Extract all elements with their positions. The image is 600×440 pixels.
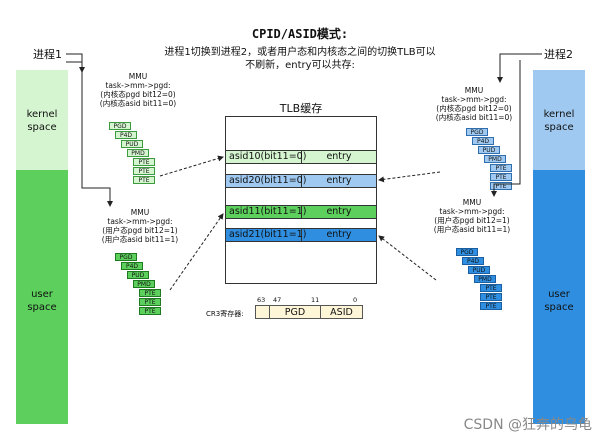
cr3-field-pgd: PGD — [270, 306, 321, 318]
tlb-entry: entry — [326, 229, 352, 240]
page-table-p4d: P4D — [121, 262, 143, 270]
watermark: CSDN @狂奔的乌龟 — [463, 417, 592, 433]
tlb-title: TLB缓存 — [279, 102, 323, 115]
page-table-pte: PTE — [133, 158, 155, 166]
page-table-p4d: P4D — [462, 257, 484, 265]
page-table-pgd: PGD — [109, 122, 131, 130]
page-table-pte: PTE — [490, 182, 512, 190]
page-table-pud: PUD — [478, 146, 500, 154]
process2-user-space — [533, 170, 585, 424]
process1-kernel-label: kernel space — [26, 109, 58, 133]
tlb-asid: asid11(bit11=1) — [226, 206, 306, 218]
mmu-line: MMU — [464, 86, 484, 95]
page-table-pud: PUD — [121, 140, 143, 148]
cr3-bit-63: 63 — [257, 296, 266, 304]
tlb-entry: entry — [326, 206, 352, 217]
mmu-block-p2-kernel: MMU task->mm->pgd: (内核态pgd bit12=0) (内核态… — [424, 86, 524, 122]
page-table-p4d: P4D — [472, 137, 494, 145]
mmu-line: (内核态pgd bit12=0) — [100, 90, 176, 99]
cr3-bit-0: 0 — [353, 296, 358, 304]
diagram-subtitle: 进程1切换到进程2，或者用户态和内核态之间的切换TLB可以不刷新，entry可以… — [164, 47, 436, 71]
tlb-row: asid10(bit11=0) entry — [225, 150, 377, 164]
tlb-entry: entry — [326, 175, 352, 186]
process2-kernel-space — [533, 70, 585, 170]
mmu-line: MMU — [128, 72, 148, 81]
page-table-pte: PTE — [490, 164, 512, 172]
tlb-row: asid11(bit11=1) entry — [225, 205, 377, 219]
page-table-pte: PTE — [480, 302, 502, 310]
process2-label: 进程2 — [544, 48, 573, 61]
mmu-block-p1-kernel: MMU task->mm->pgd: (内核态pgd bit12=0) (内核态… — [88, 72, 188, 108]
tlb-asid: asid21(bit11=1) — [226, 229, 306, 241]
page-table-pmd: PMD — [484, 155, 506, 163]
page-table-pgd: PGD — [115, 253, 137, 261]
page-table-pte: PTE — [133, 167, 155, 175]
mmu-line: task->mm->pgd: — [439, 207, 505, 216]
page-table-pmd: PMD — [133, 280, 155, 288]
page-table-pte: PTE — [490, 173, 512, 181]
page-table-pgd: PGD — [466, 128, 488, 136]
process2-kernel-label: kernel space — [543, 109, 575, 133]
page-table-p4d: P4D — [115, 131, 137, 139]
tlb-box — [225, 116, 377, 284]
tlb-row: asid21(bit11=1) entry — [225, 228, 377, 242]
page-table-pte: PTE — [139, 307, 161, 315]
page-table-pte: PTE — [480, 293, 502, 301]
page-table-pte: PTE — [480, 284, 502, 292]
cr3-label: CR3寄存器: — [206, 310, 244, 318]
mmu-line: task->mm->pgd: — [441, 95, 507, 104]
cr3-bit-11: 11 — [311, 296, 320, 304]
cr3-bit-47: 47 — [273, 296, 282, 304]
page-table-pte: PTE — [139, 298, 161, 306]
mmu-line: (内核态asid bit11=0) — [435, 113, 513, 122]
cr3-reserved — [256, 306, 270, 318]
page-table-pmd: PMD — [127, 149, 149, 157]
cr3-field-asid: ASID — [330, 307, 353, 318]
tlb-entry: entry — [326, 151, 352, 162]
page-table-pud: PUD — [127, 271, 149, 279]
mmu-line: (用户态asid bit11=1) — [101, 235, 179, 244]
process1-label: 进程1 — [33, 48, 62, 61]
mmu-block-p2-user: MMU task->mm->pgd: (用户态pgd bit12=1) (用户态… — [422, 198, 522, 234]
tlb-asid: asid20(bit11=0) — [226, 175, 306, 187]
cr3-register: PGD ASID — [255, 305, 363, 319]
tlb-asid: asid10(bit11=0) — [226, 151, 306, 163]
mmu-line: (用户态pgd bit12=1) — [102, 226, 178, 235]
page-table-pgd: PGD — [456, 248, 478, 256]
process1-user-space — [16, 170, 68, 424]
process2-user-label: user space — [544, 289, 574, 313]
page-table-pmd: PMD — [474, 275, 496, 283]
diagram-title: CPID/ASID模式: — [251, 27, 349, 41]
mmu-line: MMU — [462, 198, 482, 207]
process1-kernel-space — [16, 70, 68, 170]
page-table-pte: PTE — [139, 289, 161, 297]
mmu-line: task->mm->pgd: — [105, 81, 171, 90]
mmu-line: (内核态asid bit11=0) — [99, 99, 177, 108]
mmu-line: (内核态pgd bit12=0) — [436, 104, 512, 113]
tlb-row: asid20(bit11=0) entry — [225, 174, 377, 188]
mmu-line: task->mm->pgd: — [107, 217, 173, 226]
page-table-pud: PUD — [468, 266, 490, 274]
mmu-line: MMU — [130, 208, 150, 217]
mmu-line: (用户态pgd bit12=1) — [434, 216, 510, 225]
page-table-pte: PTE — [133, 176, 155, 184]
process1-user-label: user space — [27, 289, 57, 313]
mmu-line: (用户态asid bit11=1) — [433, 225, 511, 234]
mmu-block-p1-user: MMU task->mm->pgd: (用户态pgd bit12=1) (用户态… — [90, 208, 190, 244]
